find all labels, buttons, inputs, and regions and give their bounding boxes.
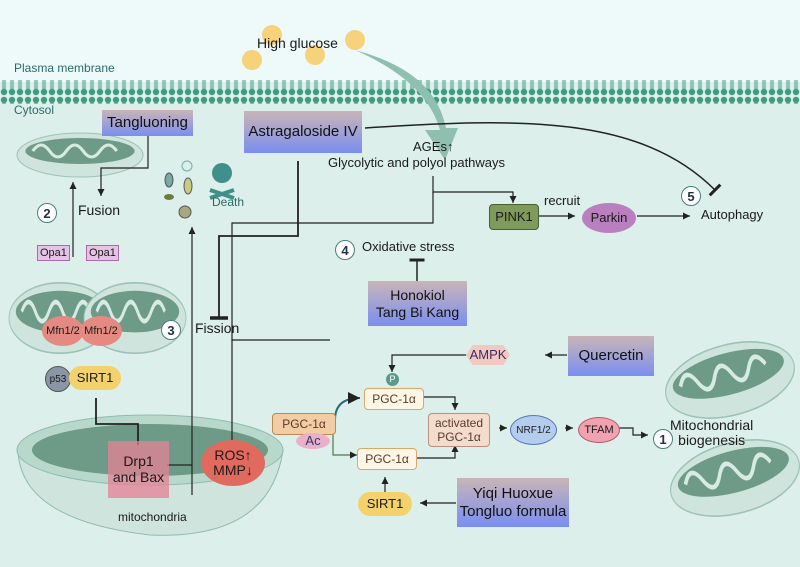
- step-2-badge: 2: [37, 203, 57, 223]
- death-label: Death: [212, 195, 245, 209]
- ros-label: ROS↑: [214, 446, 252, 463]
- acetyl-marker: Ac: [296, 433, 330, 449]
- cytosol-label: Cytosol: [14, 103, 55, 117]
- step-3-badge: 3: [161, 320, 181, 340]
- pgc-acetylated: PGC-1α: [272, 413, 336, 435]
- step-5-badge: 5: [681, 186, 701, 206]
- high-glucose-label: High glucose: [257, 35, 338, 51]
- mitochondria-label: mitochondria: [118, 510, 187, 524]
- tongluo-label: Tongluo formula: [459, 502, 567, 520]
- yiqi-label: Yiqi Huoxue: [472, 484, 554, 502]
- step-1-badge: 1: [653, 429, 673, 449]
- drug-quercetin: Quercetin: [568, 336, 654, 376]
- sirt1-bottom-node: SIRT1: [358, 492, 412, 516]
- honokiol-label: Honokiol: [390, 286, 445, 303]
- bax-label: and Bax: [112, 468, 165, 485]
- mito-biogenesis-line2: biogenesis: [678, 432, 746, 449]
- drug-tangluoning: Tangluoning: [102, 110, 193, 136]
- activated-pgc-label: PGC-1α: [437, 430, 481, 444]
- step-4-badge: 4: [335, 240, 355, 260]
- autophagy-label: Autophagy: [701, 207, 764, 222]
- plasma-membrane-bilayer: [0, 80, 800, 104]
- parkin-node: Parkin: [582, 203, 636, 233]
- opa1-left: Opa1: [37, 245, 70, 262]
- drug-astragaloside-iv: Astragaloside IV: [244, 111, 362, 153]
- sirt1-top-node: SIRT1: [69, 366, 121, 390]
- drp1-label: Drp1: [123, 453, 154, 470]
- activated-label: activated: [434, 415, 484, 430]
- ros-mmp-node: ROS↑MMP↓: [201, 440, 265, 486]
- mito-biogenesis-line1: Mitochondrial: [670, 417, 754, 433]
- skull-icon: [209, 163, 235, 200]
- pgc-phosphorylated: PGC-1α: [364, 388, 424, 410]
- phosphate-marker: P: [386, 373, 399, 386]
- glucose-molecules: [242, 25, 365, 70]
- plasma-membrane-label: Plasma membrane: [14, 61, 115, 75]
- fusion-label: Fusion: [78, 202, 121, 218]
- glucose-arrow: [355, 50, 458, 160]
- recruit-label: recruit: [544, 193, 581, 208]
- nrf-node: NRF1/2: [510, 415, 557, 445]
- p53-node: p53: [45, 366, 71, 392]
- fission-label: Fission: [195, 320, 240, 336]
- mfn-left: Mfn1/2: [42, 316, 84, 346]
- mfn-right: Mfn1/2: [80, 316, 122, 346]
- ampk-node: AMPK: [466, 345, 510, 365]
- glycolytic-label: Glycolytic and polyol pathways: [328, 155, 506, 170]
- ages-label: AGEs↑: [413, 139, 454, 154]
- oxidative-stress-label: Oxidative stress: [362, 239, 455, 254]
- tang-bi-kang-label: Tang Bi Kang: [375, 303, 460, 320]
- pink1-node: PINK1: [489, 204, 539, 230]
- pgc-deacetylated: PGC-1α: [357, 448, 417, 470]
- mmp-label: MMP↓: [213, 462, 253, 478]
- opa1-right: Opa1: [86, 245, 119, 262]
- tfam-node: TFAM: [578, 417, 620, 443]
